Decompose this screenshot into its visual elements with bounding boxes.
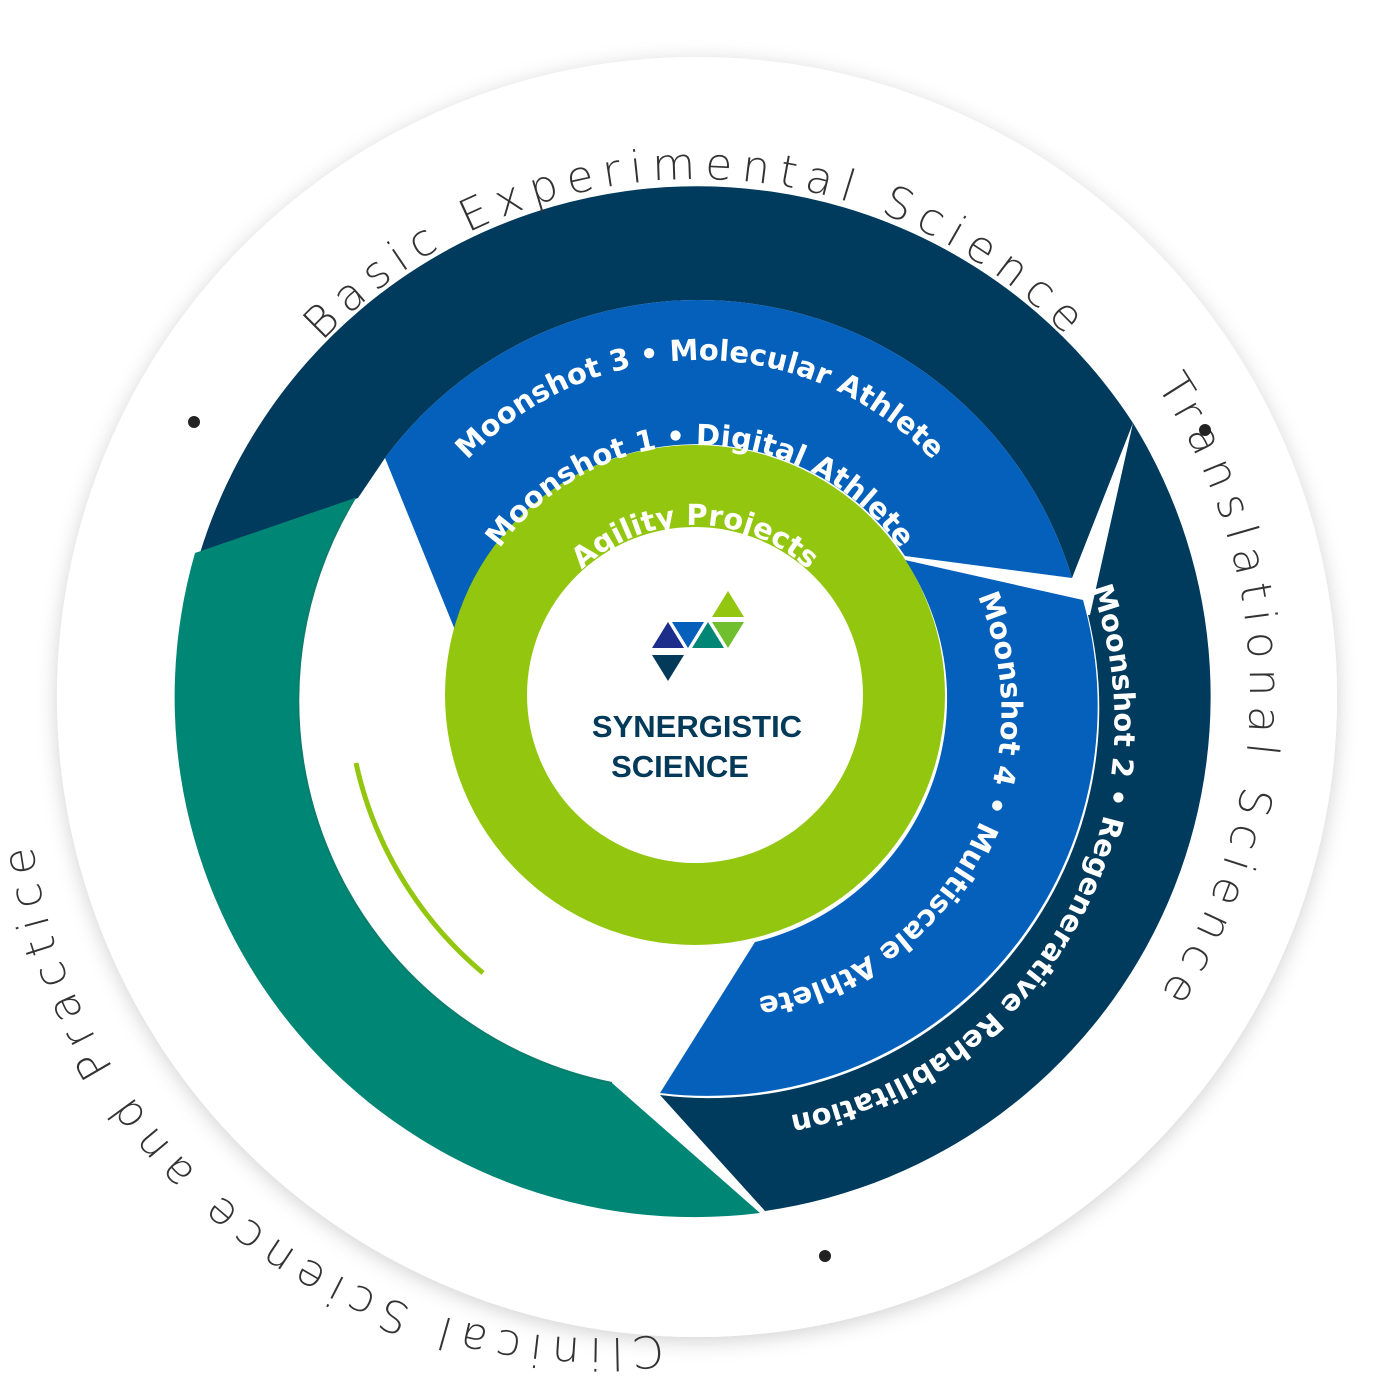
innovation-hubs-band (174, 498, 761, 1218)
moonshot4-band (660, 560, 1098, 1096)
center-disc (527, 527, 863, 863)
moonshot3-band (200, 186, 1133, 578)
center-title-line2: SCIENCE (611, 749, 749, 784)
separator-dot-left (188, 416, 200, 428)
innovation-hubs-accent-line (353, 762, 485, 975)
center-title-line1: SYNERGISTIC (592, 709, 802, 744)
separator-dot-bottom (819, 1250, 831, 1262)
moonshot1-band (385, 300, 1072, 630)
innovation-hubs-inner-edge (297, 497, 613, 1084)
moonshot2-band (660, 423, 1211, 1211)
separator-dot-right (1199, 424, 1211, 436)
synergistic-logo-icon (652, 591, 744, 681)
